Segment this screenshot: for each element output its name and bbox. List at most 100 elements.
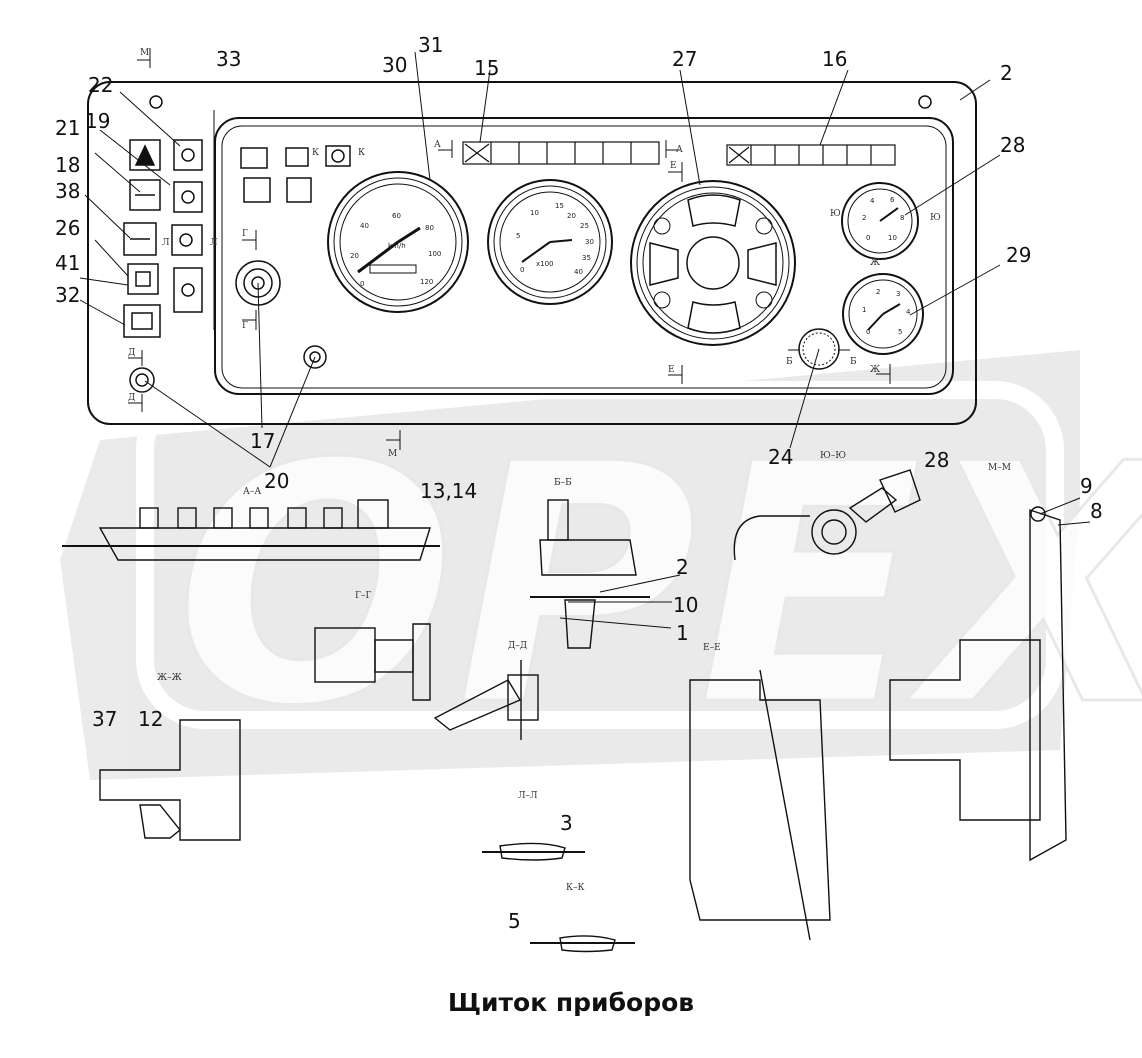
svg-text:1: 1 [862, 306, 866, 314]
tacho-tick-30: 30 [585, 238, 594, 246]
svg-text:8: 8 [900, 214, 904, 222]
callout-1: 1 [676, 621, 689, 645]
svg-text:Г: Г [242, 229, 248, 239]
callout-27: 27 [672, 47, 697, 71]
section-b-b: Б–Б [554, 478, 572, 488]
section-titles: А–А Б–Б Г–Г Д–Д Е–Е Ю–Ю М–М Ж–Ж Л–Л К–К [157, 451, 1011, 893]
svg-text:Ю: Ю [830, 209, 841, 219]
section-zh-zh: Ж–Ж [157, 673, 182, 683]
section-yu-yu: Ю–Ю [820, 451, 846, 461]
svg-text:Д: Д [128, 393, 135, 403]
svg-text:Б: Б [850, 357, 857, 367]
speed-tick-80: 80 [425, 224, 434, 232]
speed-tick-20: 20 [350, 252, 359, 260]
callout-29: 29 [1006, 243, 1031, 267]
warning-lamp-strip-16 [726, 144, 896, 166]
pressure-gauge-29 [842, 273, 924, 355]
tachometer [487, 179, 613, 305]
svg-text:Е: Е [668, 365, 675, 375]
svg-text:К: К [358, 148, 365, 158]
callout-33: 33 [216, 47, 241, 71]
callout-31: 31 [418, 33, 443, 57]
svg-text:0: 0 [866, 234, 870, 242]
switch-column-left [123, 139, 351, 393]
svg-text:4: 4 [906, 308, 911, 316]
tacho-tick-25: 25 [580, 222, 589, 230]
callout-32: 32 [55, 283, 80, 307]
svg-text:Г: Г [242, 321, 248, 331]
callout-24: 24 [768, 445, 793, 469]
tachometer-unit: x100 [536, 260, 554, 268]
section-d-d: Д–Д [508, 641, 527, 651]
svg-text:Е: Е [670, 161, 677, 171]
watermark: OPEX [60, 350, 1142, 780]
tacho-tick-20: 20 [567, 212, 576, 220]
svg-text:Б: Б [786, 357, 793, 367]
callout-13-14: 13,14 [420, 479, 477, 503]
tacho-tick-10: 10 [530, 209, 539, 217]
callout-19: 19 [85, 109, 110, 133]
tacho-tick-0: 0 [520, 266, 524, 274]
section-e-e: Е–Е [703, 643, 721, 653]
section-l-l: Л–Л [518, 791, 538, 801]
tacho-tick-35: 35 [582, 254, 591, 262]
callout-21: 21 [55, 116, 80, 140]
callout-2: 2 [1000, 61, 1013, 85]
callout-9: 9 [1080, 474, 1093, 498]
section-a-a: А–А [243, 487, 261, 497]
tacho-tick-15: 15 [555, 202, 564, 210]
speed-tick-120: 120 [420, 278, 433, 286]
cut-marker-letters: М М А А Е Е Г Г Д Д Б Б Ю Ю Ж Ж Л Л К К [128, 48, 941, 459]
callout-30: 30 [382, 53, 407, 77]
pressure-gauge-29-ticks: 0 1 2 3 4 5 [862, 288, 911, 336]
panel-front-view [87, 81, 977, 425]
svg-text:4: 4 [870, 197, 875, 205]
speedometer [327, 171, 469, 313]
svg-text:А: А [434, 140, 441, 150]
callout-12: 12 [138, 707, 163, 731]
callout-37: 37 [92, 707, 117, 731]
callout-26: 26 [55, 216, 80, 240]
callout-20: 20 [264, 469, 289, 493]
callout-5: 5 [508, 909, 521, 933]
callout-22: 22 [88, 73, 113, 97]
speedometer-ticks: 0 20 40 60 80 100 120 km/h [350, 212, 441, 288]
svg-text:А: А [676, 145, 683, 155]
leader-lines [79, 51, 1091, 629]
svg-text:10: 10 [888, 234, 897, 242]
callout-38: 38 [55, 179, 80, 203]
pressure-gauge-28 [841, 182, 919, 260]
tacho-tick-40: 40 [574, 268, 583, 276]
callout-3: 3 [560, 811, 573, 835]
svg-text:Ж: Ж [870, 365, 880, 375]
callout-16: 16 [822, 47, 847, 71]
section-m-m: М–М [988, 463, 1011, 473]
callout-18: 18 [55, 153, 80, 177]
callout-numbers: 2 2 1 3 5 8 9 10 12 13,14 15 16 17 18 19… [55, 33, 1103, 933]
speed-tick-40: 40 [360, 222, 369, 230]
callout-28: 28 [1000, 133, 1025, 157]
tacho-tick-5: 5 [516, 232, 520, 240]
svg-text:М: М [140, 48, 149, 58]
callout-28-section: 28 [924, 448, 949, 472]
callout-41: 41 [55, 251, 80, 275]
speedometer-unit: km/h [388, 242, 406, 250]
svg-text:М: М [388, 449, 397, 459]
svg-text:Л: Л [210, 238, 218, 248]
svg-text:2: 2 [876, 288, 880, 296]
pressure-gauge-28-ticks: 0 2 4 6 8 10 [862, 196, 904, 242]
warning-lamp-strip-15 [462, 141, 660, 165]
section-g-g: Г–Г [355, 591, 371, 601]
svg-text:Ю: Ю [930, 213, 941, 223]
combination-gauge [630, 180, 796, 346]
svg-text:К: К [312, 148, 319, 158]
diagram-caption: Щиток приборов [447, 988, 695, 1017]
svg-text:0: 0 [866, 328, 870, 336]
tachometer-ticks: 0 5 10 15 20 25 30 35 40 x100 [516, 202, 594, 276]
section-views [62, 469, 1067, 953]
speed-tick-60: 60 [392, 212, 401, 220]
callout-8: 8 [1090, 499, 1103, 523]
svg-text:3: 3 [896, 290, 900, 298]
callout-15: 15 [474, 56, 499, 80]
